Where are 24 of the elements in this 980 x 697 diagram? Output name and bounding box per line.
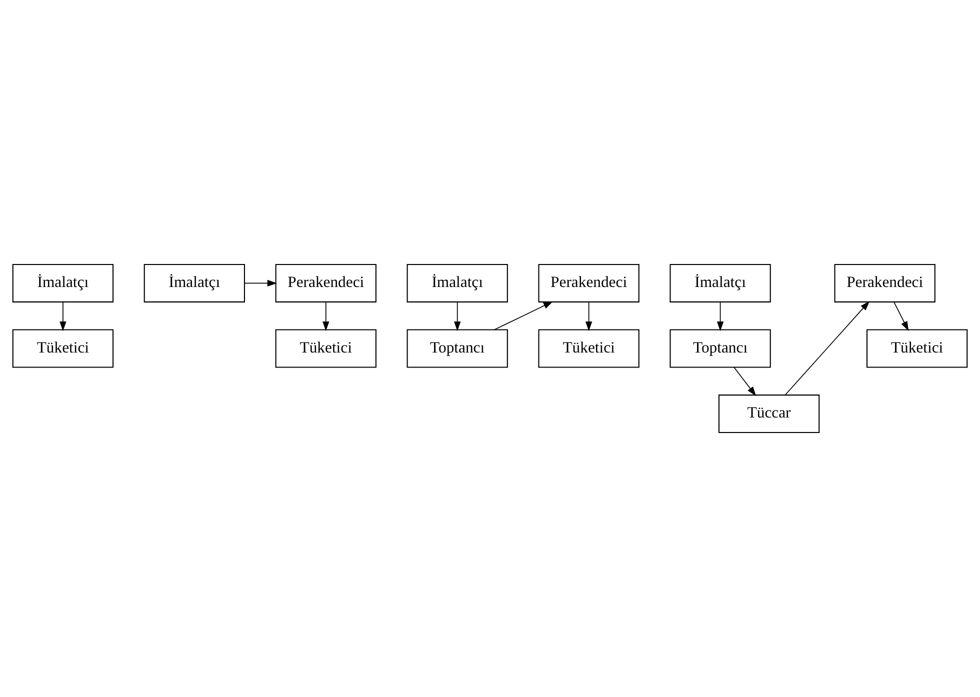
arrow [894,302,909,331]
arrow [734,366,756,396]
arrow [454,302,461,332]
arrow [60,302,66,332]
arrow [494,301,554,330]
node-box: Tüketici [275,329,376,368]
node-box: Perakendeci [275,264,376,302]
arrow [784,301,870,396]
node-box: Perakendeci [834,264,936,302]
node-box: Tüketici [12,329,114,368]
node-box: Toptancı [670,329,771,368]
node-box: İmalatçı [144,264,245,302]
node-box: İmalatçı [670,264,771,302]
node-box: Tüketici [538,329,640,368]
arrow [585,302,592,332]
node-box: Toptancı [406,329,508,368]
node-box: Perakendeci [538,264,640,302]
arrow [716,302,724,332]
arrow [244,280,277,287]
node-box: Tüketici [866,329,968,368]
node-box: İmalatçı [406,264,508,302]
arrow [322,302,330,332]
node-box: Tüccar [718,394,820,434]
node-box: İmalatçı [12,264,114,302]
